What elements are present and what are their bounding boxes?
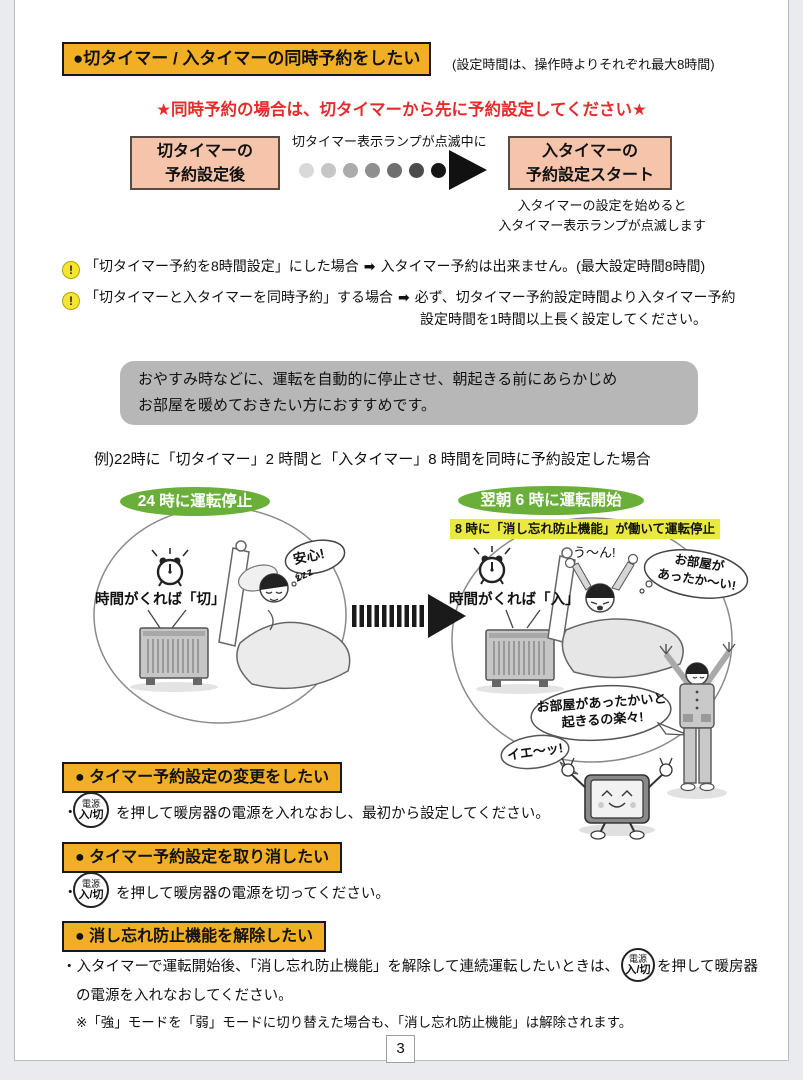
lamp-dot: [365, 163, 380, 179]
right-scene: [472, 544, 749, 695]
lamp-dot: [387, 163, 402, 179]
tv-mascot: [561, 757, 673, 840]
left-scene-badge: 24 時に運転停止: [120, 487, 270, 516]
exclamation-icon: !: [62, 292, 80, 310]
note1-result: 入タイマー予約は出来ません。(最大設定時間8時間): [380, 258, 706, 274]
power-button-line2: 入/切: [78, 889, 104, 901]
power-button-line1: 電源: [628, 954, 647, 964]
release-autooff-line2: の電源を入れなおしてください。: [76, 988, 293, 1004]
power-button-icon: 電源入/切: [620, 948, 655, 982]
easy-wake-speech-bubble: [530, 684, 689, 742]
note2-result-line1: 必ず、切タイマー予約設定時間より入タイマー予約: [414, 289, 736, 305]
waking-person: [547, 547, 684, 679]
lamp-blink-label: 切タイマー表示ランプが点滅中に: [292, 134, 487, 149]
relief-speech-bubble: [284, 539, 346, 587]
section-subtitle: (設定時間は、操作時よりそれぞれ最大8時間): [452, 57, 715, 72]
flow-step-off-line2: 予約設定後: [164, 167, 245, 184]
lamp-dot: [299, 163, 314, 179]
note1-arrow-icon: ➡: [363, 258, 376, 274]
flow-step-on-line1: 入タイマーの: [541, 143, 638, 160]
caution-note-2: ! 「切タイマーと入タイマーを同時予約」する場合 ➡必ず、切タイマー予約設定時間より…: [62, 287, 735, 310]
exclamation-icon: !: [62, 261, 80, 279]
note2-arrow-icon: ➡: [398, 289, 410, 305]
change-timer-body: を押して暖房器の電源を入れなおし、最初から設定してください。: [116, 806, 550, 822]
illustration-scene: [93, 506, 749, 840]
section-title-change-timer: ● タイマー予約設定の変更をしたい: [62, 762, 343, 793]
warning-text: ★同時予約の場合は、切タイマーから先に予約設定してください★: [156, 101, 647, 119]
release-body-pre: 入タイマーで運転開始後、「消し忘れ防止機能」を解除して連続運転したいときは、: [76, 958, 619, 975]
flow-right-note: 入タイマーの設定を始めると 入タイマー表示ランプが点滅します: [492, 196, 712, 236]
warm-thought-bubble: [639, 549, 749, 599]
power-button-line1: 電源: [81, 799, 100, 809]
recommendation-box: おやすみ時などに、運転を自動的に停止させ、朝起きる前にあらかじめ お部屋を暖めて…: [120, 361, 698, 425]
section-title-release-autooff: ● 消し忘れ防止機能を解除したい: [62, 921, 327, 952]
left-scene: [129, 539, 351, 693]
flow-right-note-line1: 入タイマーの設定を始めると: [517, 198, 687, 213]
lamp-fade-dots: [299, 162, 453, 180]
power-button-icon: 電源 入/切: [73, 872, 109, 908]
lamp-dot: [343, 163, 358, 179]
caution-note-2-line2: 設定時間を1時間以上長く設定してください。: [420, 311, 707, 327]
section-title-simultaneous-timer: ●切タイマー / 入タイマーの同時予約をしたい: [62, 42, 432, 76]
note1-text: 「切タイマー予約を8時間設定」にした場合: [85, 258, 359, 274]
sleeping-person: [218, 540, 351, 690]
flow-arrow-icon: [449, 150, 487, 190]
transition-arrow-icon: [352, 594, 466, 638]
cancel-timer-body: を押して暖房器の電源を切ってください。: [116, 886, 390, 902]
auto-off-highlight: 8 時に「消し忘れ防止機能」が働いて運転停止: [450, 519, 721, 539]
release-body-post: を押して暖房器: [656, 958, 759, 975]
release-autooff-note: ※「強」モードを「弱」モードに切り替えた場合も、「消し忘れ防止機能」は解除されま…: [76, 1015, 633, 1030]
section-title-cancel-timer: ● タイマー予約設定を取り消したい: [62, 842, 343, 873]
recommendation-line1: おやすみ時などに、運転を自動的に停止させ、朝起きる前にあらかじめ: [138, 371, 618, 388]
example-caption: 例)22時に「切タイマー」2 時間と「入タイマー」8 時間を同時に予約設定した場…: [94, 451, 651, 468]
flow-step-on-timer: 入タイマーの 予約設定スタート: [508, 136, 672, 190]
power-button-line2: 入/切: [625, 964, 651, 976]
power-button-icon: 電源 入/切: [73, 792, 109, 828]
left-scene-circle: [93, 506, 347, 724]
lamp-dot: [431, 163, 446, 179]
left-clock-label: 時間がくれば「切」: [95, 592, 226, 608]
power-button-line2: 入/切: [78, 809, 104, 821]
bullet: ・: [62, 958, 77, 975]
flow-right-note-line2: 入タイマー表示ランプが点滅します: [498, 218, 706, 233]
release-autooff-line1: ・入タイマーで運転開始後、「消し忘れ防止機能」を解除して連続運転したいときは、電…: [62, 946, 758, 984]
lamp-dot: [321, 163, 336, 179]
note2-text: 「切タイマーと入タイマーを同時予約」する場合: [85, 289, 393, 305]
power-button-line1: 電源: [81, 879, 100, 889]
stretch-text: う〜ん!: [573, 545, 616, 560]
right-scene-badge: 翌朝 6 時に運転開始: [458, 486, 644, 515]
flow-step-on-line2: 予約設定スタート: [525, 167, 654, 184]
caution-note-1: ! 「切タイマー予約を8時間設定」にした場合➡入タイマー予約は出来ません。(最大設…: [62, 256, 705, 279]
flow-step-off-line1: 切タイマーの: [156, 143, 253, 160]
recommendation-line2: お部屋を暖めておきたい方におすすめです。: [138, 397, 437, 414]
standing-person: [659, 642, 736, 799]
page-number: 3: [386, 1035, 415, 1063]
flow-step-off-timer: 切タイマーの 予約設定後: [130, 136, 280, 190]
lamp-dot: [409, 163, 424, 179]
right-clock-label: 時間がくれば「入」: [449, 592, 580, 608]
